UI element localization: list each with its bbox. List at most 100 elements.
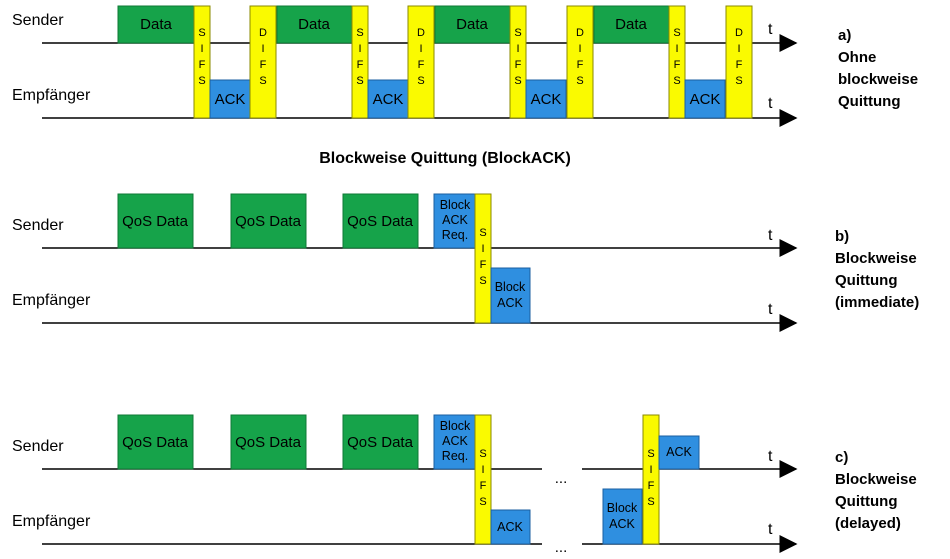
svg-text:I: I (200, 43, 203, 55)
svg-text:I: I (737, 43, 740, 55)
time-label-sender-b: t (768, 227, 773, 244)
svg-text:F: F (648, 480, 655, 492)
qos-data-block: QoS Data (117, 193, 194, 249)
time-label-receiver-b: t (768, 301, 773, 318)
sender-label-c: Sender (12, 438, 64, 455)
svg-text:ACK: ACK (666, 445, 692, 459)
caption-c-line4: (delayed) (835, 515, 901, 532)
svg-text:S: S (514, 27, 521, 39)
svg-text:QoS Data: QoS Data (347, 213, 414, 230)
caption-b-line4: (immediate) (835, 294, 919, 311)
ellipsis-receiver: ... (555, 539, 568, 556)
sifs-bar: S I F S (193, 5, 211, 119)
block-ack-request: Block ACK Req. (433, 414, 476, 470)
svg-text:I: I (675, 43, 678, 55)
receiver-label-c: Empfänger (12, 513, 91, 530)
svg-text:I: I (481, 243, 484, 255)
svg-text:S: S (735, 75, 742, 87)
diagram-title: Blockweise Quittung (BlockACK) (319, 150, 571, 167)
caption-b-line1: b) (835, 228, 849, 245)
ack-block: ACK (684, 79, 726, 119)
svg-text:F: F (480, 259, 487, 271)
section-a: Sender Empfänger t t Data Data Data Data… (12, 5, 918, 127)
svg-text:S: S (259, 75, 266, 87)
svg-text:D: D (259, 27, 267, 39)
svg-text:F: F (736, 59, 743, 71)
svg-text:ACK: ACK (531, 91, 562, 108)
ack-block: ACK (658, 435, 700, 470)
data-block: Data (276, 5, 353, 44)
svg-text:D: D (417, 27, 425, 39)
ack-block: ACK (367, 79, 409, 119)
difs-bar: D I F S (725, 5, 753, 119)
svg-text:I: I (419, 43, 422, 55)
difs-bar: D I F S (407, 5, 435, 119)
svg-text:S: S (673, 75, 680, 87)
svg-text:I: I (578, 43, 581, 55)
svg-text:QoS Data: QoS Data (122, 213, 189, 230)
svg-text:S: S (417, 75, 424, 87)
svg-text:Block: Block (440, 198, 471, 212)
svg-text:S: S (514, 75, 521, 87)
difs-bar: D I F S (249, 5, 277, 119)
svg-text:F: F (674, 59, 681, 71)
svg-text:S: S (356, 75, 363, 87)
svg-text:S: S (479, 448, 486, 460)
svg-text:ACK: ACK (609, 517, 635, 531)
caption-a-line2: Ohne (838, 49, 876, 66)
svg-text:Data: Data (298, 16, 330, 33)
svg-text:ACK: ACK (215, 91, 246, 108)
block-ack: Block ACK (602, 488, 643, 545)
svg-text:ACK: ACK (497, 520, 523, 534)
receiver-label-a: Empfänger (12, 87, 91, 104)
svg-text:Data: Data (140, 16, 172, 33)
qos-data-block: QoS Data (230, 193, 307, 249)
svg-text:S: S (356, 27, 363, 39)
svg-text:Data: Data (615, 16, 647, 33)
svg-text:S: S (479, 275, 486, 287)
svg-text:S: S (198, 75, 205, 87)
data-block: Data (434, 5, 511, 44)
ack-block: ACK (490, 509, 531, 545)
sender-label-a: Sender (12, 12, 64, 29)
sender-label-b: Sender (12, 217, 64, 234)
svg-text:F: F (260, 59, 267, 71)
qos-data-block: QoS Data (117, 414, 194, 470)
caption-a-line4: Quittung (838, 93, 900, 110)
svg-text:S: S (647, 448, 654, 460)
time-label-receiver-c: t (768, 521, 773, 538)
svg-text:F: F (199, 59, 206, 71)
sifs-bar: S I F S (509, 5, 527, 119)
svg-text:S: S (576, 75, 583, 87)
receiver-label-b: Empfänger (12, 292, 91, 309)
caption-c-line2: Blockweise (835, 471, 917, 488)
data-block: Data (593, 5, 670, 44)
svg-text:S: S (479, 227, 486, 239)
svg-text:Req.: Req. (442, 228, 468, 242)
svg-text:I: I (358, 43, 361, 55)
svg-text:Block: Block (440, 419, 471, 433)
svg-text:Block: Block (495, 280, 526, 294)
ack-block: ACK (209, 79, 251, 119)
svg-text:D: D (576, 27, 584, 39)
svg-text:ACK: ACK (373, 91, 404, 108)
svg-text:I: I (516, 43, 519, 55)
svg-text:ACK: ACK (442, 213, 468, 227)
block-ack-request: Block ACK Req. (433, 193, 476, 249)
svg-text:Data: Data (456, 16, 488, 33)
svg-text:S: S (198, 27, 205, 39)
sifs-bar: S I F S (474, 414, 492, 545)
svg-text:F: F (357, 59, 364, 71)
section-c: Sender Empfänger ... ... t t QoS Data Qo… (12, 414, 917, 556)
data-block: Data (117, 5, 195, 44)
svg-text:Req.: Req. (442, 449, 468, 463)
svg-text:F: F (515, 59, 522, 71)
caption-a-line1: a) (838, 27, 851, 44)
svg-text:S: S (673, 27, 680, 39)
svg-text:F: F (418, 59, 425, 71)
svg-text:QoS Data: QoS Data (347, 434, 414, 451)
qos-data-block: QoS Data (342, 414, 419, 470)
sifs-bar: S I F S (351, 5, 369, 119)
sifs-bar: S I F S (642, 414, 660, 545)
